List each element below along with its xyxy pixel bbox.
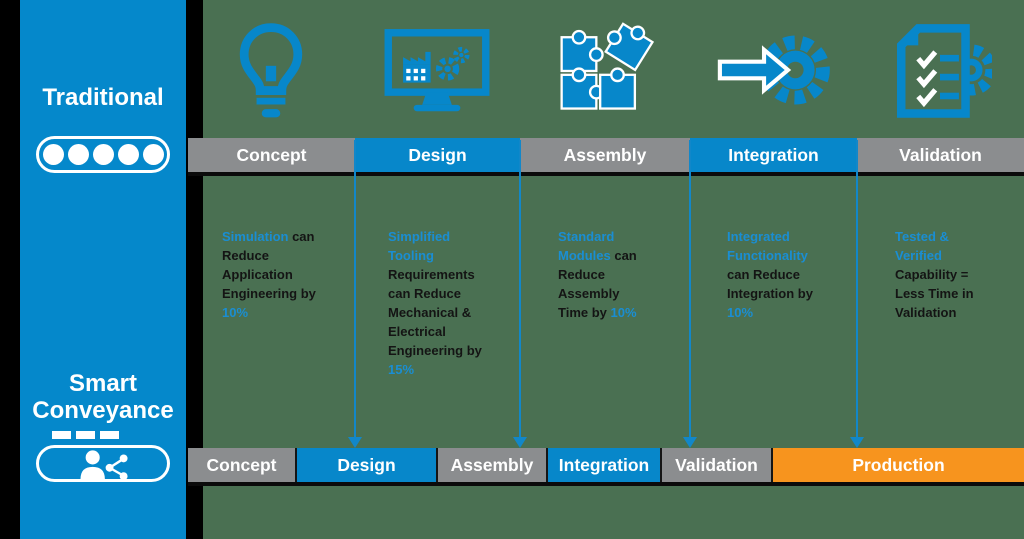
note-percent: 10% bbox=[727, 305, 754, 320]
down-arrow-icon bbox=[348, 437, 362, 448]
phase-label: Validation bbox=[675, 454, 758, 475]
person-share-conveyor-icon bbox=[36, 445, 170, 482]
smart-phase-bar: Concept Design Assembly Integration Vali… bbox=[188, 448, 1024, 482]
note-validation: Tested & Verified Capability = Less Time… bbox=[895, 227, 980, 322]
note-percent: 15% bbox=[388, 362, 415, 377]
flow-line bbox=[354, 140, 356, 440]
down-arrow-icon bbox=[683, 437, 697, 448]
note-highlight: Standard Modules bbox=[558, 229, 615, 263]
conveyor-dot bbox=[42, 144, 64, 165]
note-highlight: Integrated Functionality bbox=[727, 229, 808, 263]
lightbulb-icon bbox=[238, 20, 304, 129]
phase-label: Assembly bbox=[450, 454, 534, 475]
note-percent: 10% bbox=[610, 305, 637, 320]
phase-label: Concept bbox=[236, 144, 307, 165]
phase-segment: Concept bbox=[188, 138, 355, 172]
smart-title-line2: Conveyance bbox=[32, 397, 174, 424]
conveyor-dot bbox=[117, 144, 139, 165]
phase-segment: Concept bbox=[188, 448, 297, 482]
phase-segment: Assembly bbox=[520, 138, 690, 172]
traditional-phase-bar: Concept Design Assembly Integration Vali… bbox=[188, 138, 1024, 172]
dash bbox=[52, 431, 71, 439]
flow-line bbox=[856, 140, 858, 440]
down-arrow-icon bbox=[850, 437, 864, 448]
conveyor-dot bbox=[92, 144, 114, 165]
note-body: can Reduce Assembly Time by bbox=[558, 248, 637, 320]
note-design: Simplified Tooling Requirements can Redu… bbox=[388, 227, 488, 379]
person-share-glyph bbox=[80, 449, 128, 479]
phase-segment: Design bbox=[355, 138, 520, 172]
smart-conveyance-title: Smart Conveyance bbox=[20, 370, 186, 424]
checklist-document-gear-icon bbox=[888, 18, 997, 127]
phase-label: Design bbox=[408, 144, 467, 165]
note-body: can Reduce Application Engineering by bbox=[222, 229, 316, 301]
note-assembly: Standard Modules can Reduce Assembly Tim… bbox=[558, 227, 648, 322]
conveyor-dot bbox=[142, 144, 164, 165]
phase-label: Design bbox=[337, 454, 396, 475]
dash bbox=[100, 431, 119, 439]
bottom-bar-shadow bbox=[188, 482, 1024, 486]
smart-conveyor-dashes bbox=[52, 431, 154, 439]
note-percent: 10% bbox=[222, 305, 249, 320]
dash bbox=[76, 431, 95, 439]
phase-segment: Assembly bbox=[438, 448, 548, 482]
phase-segment: Validation bbox=[662, 448, 773, 482]
phase-label: Concept bbox=[206, 454, 277, 475]
puzzle-pieces-icon bbox=[552, 18, 658, 127]
monitor-factory-gears-icon bbox=[384, 28, 490, 121]
flow-line bbox=[519, 140, 521, 440]
phase-segment: Validation bbox=[857, 138, 1024, 172]
note-body: Capability = Less Time in Validation bbox=[895, 267, 974, 320]
top-bar-shadow bbox=[188, 172, 1024, 176]
phase-segment: Production bbox=[773, 448, 1024, 482]
phase-segment: Integration bbox=[548, 448, 662, 482]
phase-label: Production bbox=[852, 454, 945, 475]
note-body: can Reduce Integration by bbox=[727, 267, 813, 301]
phase-label: Integration bbox=[558, 454, 650, 475]
phase-segment: Integration bbox=[690, 138, 857, 172]
note-concept: Simulation can Reduce Application Engine… bbox=[222, 227, 318, 322]
traditional-title: Traditional bbox=[42, 84, 164, 111]
phase-label: Assembly bbox=[563, 144, 647, 165]
arrow-into-gear-icon bbox=[716, 24, 836, 121]
down-arrow-icon bbox=[513, 437, 527, 448]
note-body: Requirements can Reduce Mechanical & Ele… bbox=[388, 267, 482, 358]
phase-label: Integration bbox=[728, 144, 819, 165]
note-highlight: Simplified Tooling bbox=[388, 229, 451, 263]
phase-label: Validation bbox=[899, 144, 982, 165]
flow-line bbox=[689, 140, 691, 440]
note-highlight: Tested & Verified bbox=[895, 229, 949, 263]
note-highlight: Simulation bbox=[222, 229, 289, 244]
conveyor-dots-icon bbox=[36, 136, 170, 173]
conveyor-dot bbox=[67, 144, 89, 165]
note-integration: Integrated Functionality can Reduce Inte… bbox=[727, 227, 819, 322]
smart-title-line1: Smart bbox=[68, 370, 138, 397]
phase-segment: Design bbox=[297, 448, 438, 482]
